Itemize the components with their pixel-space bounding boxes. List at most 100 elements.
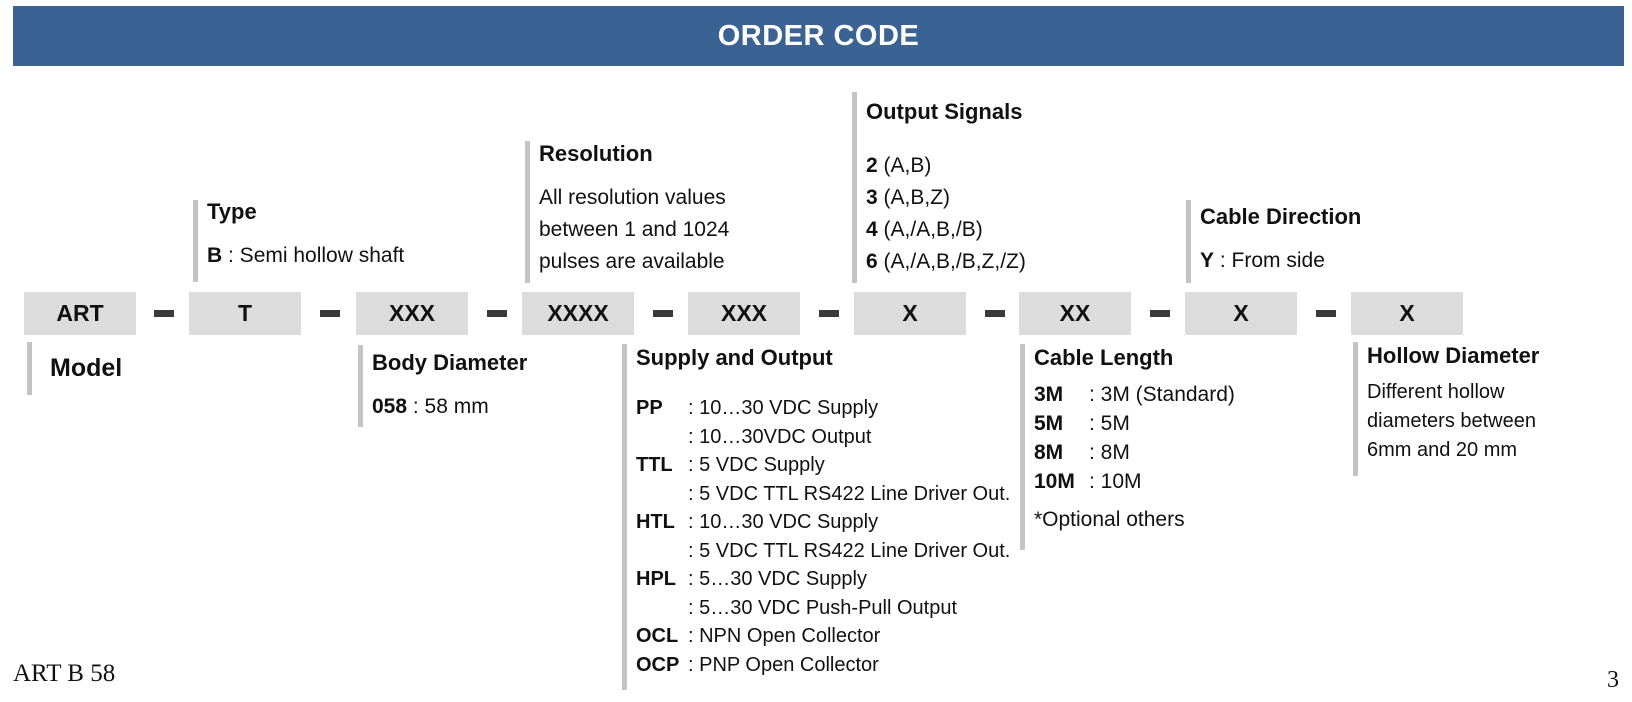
signal-row: 2 (A,B) (866, 150, 1026, 182)
code-box-cable-length: XX (1019, 292, 1131, 335)
resolution-bar (525, 141, 530, 283)
separator-dash (1316, 310, 1336, 317)
signal-row: 6 (A,/A,B,/B,Z,/Z) (866, 246, 1026, 278)
signal-row: 3 (A,B,Z) (866, 182, 1026, 214)
hollow-diameter-line: diameters between (1367, 410, 1536, 432)
signal-value: (A,B,Z) (883, 186, 951, 209)
code-box-supply-output: XXX (688, 292, 800, 335)
cable-key: 3M (1034, 383, 1064, 406)
signal-value: (A,/A,B,/B) (883, 218, 983, 241)
supply-row: : 5 VDC TTL RS422 Line Driver Out. (636, 480, 1010, 509)
supply-key: OCL (636, 625, 679, 647)
cable-value: : 10M (1089, 470, 1142, 493)
supply-output-title: Supply and Output (636, 345, 833, 370)
body-diameter-title: Body Diameter (372, 350, 528, 375)
supply-value: : 5 VDC TTL RS422 Line Driver Out. (688, 539, 1011, 562)
cable-length-bar (1020, 344, 1025, 550)
separator-dash (985, 310, 1005, 317)
footer-model-name: ART B 58 (13, 660, 116, 687)
supply-value: : 10…30 VDC Supply (688, 397, 879, 419)
body-diameter-code: 058 (372, 395, 408, 418)
supply-value: : 5 VDC TTL RS422 Line Driver Out. (688, 482, 1011, 505)
supply-output-block: Supply and Output PP: 10…30 VDC Supply :… (636, 342, 1010, 679)
code-box-cable-direction: X (1185, 292, 1297, 335)
separator-dash (487, 310, 507, 317)
type-title: Type (207, 199, 257, 224)
supply-key (636, 594, 688, 623)
supply-key: TTL (636, 454, 673, 476)
supply-value: : 5…30 VDC Supply (688, 568, 867, 590)
supply-value: : 10…30 VDC Supply (688, 511, 879, 533)
supply-key (636, 423, 688, 452)
output-signals-block: Output Signals 2 (A,B) 3 (A,B,Z) 4 (A,/A… (866, 96, 1026, 278)
hollow-diameter-line: 6mm and 20 mm (1367, 439, 1518, 461)
separator-dash (819, 310, 839, 317)
cable-direction-code: Y (1200, 249, 1215, 272)
resolution-line: between 1 and 1024 (539, 218, 730, 241)
hollow-diameter-block: Hollow Diameter Different hollow diamete… (1367, 340, 1539, 465)
resolution-line: pulses are available (539, 250, 725, 273)
supply-row: HPL : 5…30 VDC Supply (636, 565, 1010, 594)
supply-row: HTL : 10…30 VDC Supply (636, 508, 1010, 537)
cable-value: : 8M (1089, 441, 1130, 464)
signal-key: 6 (866, 250, 878, 273)
hollow-diameter-title: Hollow Diameter (1367, 343, 1540, 368)
type-desc: : Semi hollow shaft (228, 244, 405, 267)
cable-value: : 3M (Standard) (1089, 383, 1235, 406)
supply-row: : 5…30 VDC Push-Pull Output (636, 594, 1010, 623)
supply-row: PP: 10…30 VDC Supply (636, 394, 1010, 423)
type-block: Type B : Semi hollow shaft (207, 196, 404, 272)
signal-value: (A,/A,B,/B,Z,/Z) (883, 250, 1026, 273)
model-block: Model (50, 352, 122, 386)
signal-row: 4 (A,/A,B,/B) (866, 214, 1026, 246)
page-number: 3 (1607, 667, 1619, 693)
cable-length-table: 3M : 3M (Standard) 5M : 5M 8M : 8M 10M : 10M (1034, 380, 1235, 496)
supply-key: HPL (636, 568, 676, 590)
supply-key (636, 480, 688, 509)
supply-row: : 10…30VDC Output (636, 423, 1010, 452)
model-bar (27, 342, 32, 395)
type-bar (193, 200, 198, 282)
supply-value: : 5…30 VDC Push-Pull Output (688, 596, 958, 619)
supply-output-table: PP: 10…30 VDC Supply : 10…30VDC Output T… (636, 394, 1010, 679)
body-diameter-desc: : 58 mm (412, 395, 489, 418)
signal-key: 2 (866, 154, 878, 177)
body-diameter-bar (358, 345, 363, 427)
cable-direction-desc: : From side (1219, 249, 1325, 272)
cable-row: 10M : 10M (1034, 467, 1235, 496)
supply-output-bar (622, 344, 627, 690)
page-title: ORDER CODE (717, 19, 920, 52)
supply-row: : 5 VDC TTL RS422 Line Driver Out. (636, 537, 1010, 566)
supply-key: OCP (636, 653, 680, 676)
cable-direction-title: Cable Direction (1200, 204, 1362, 229)
separator-dash (1150, 310, 1170, 317)
signal-value: (A,B) (883, 154, 932, 177)
supply-row: OCL : NPN Open Collector (636, 622, 1010, 651)
type-code: B (207, 244, 223, 267)
code-box-model: ART (24, 292, 136, 335)
code-box-output-signals: X (854, 292, 966, 335)
cable-length-note: *Optional others (1034, 508, 1185, 531)
output-signals-bar (852, 92, 857, 283)
cable-length-title: Cable Length (1034, 345, 1174, 370)
cable-value: : 5M (1089, 412, 1130, 435)
supply-key (636, 537, 688, 566)
cable-direction-block: Cable Direction Y : From side (1200, 201, 1361, 277)
body-diameter-option: 058 : 58 mm (372, 391, 527, 423)
cable-direction-bar (1186, 200, 1191, 283)
resolution-block: Resolution All resolution values between… (539, 138, 729, 278)
code-box-hollow-diameter: X (1351, 292, 1463, 335)
separator-dash (320, 310, 340, 317)
supply-key: HTL (636, 511, 675, 533)
signal-key: 3 (866, 186, 878, 209)
signal-key: 4 (866, 218, 878, 241)
resolution-line: All resolution values (539, 186, 726, 209)
cable-length-block: Cable Length 3M : 3M (Standard) 5M : 5M 8M… (1034, 342, 1235, 536)
cable-key: 5M (1034, 412, 1064, 435)
supply-value: : 10…30VDC Output (688, 425, 872, 448)
supply-value: : NPN Open Collector (688, 625, 881, 647)
type-option: B : Semi hollow shaft (207, 240, 404, 272)
cable-key: 10M (1034, 470, 1075, 493)
resolution-title: Resolution (539, 141, 653, 166)
cable-key: 8M (1034, 441, 1064, 464)
